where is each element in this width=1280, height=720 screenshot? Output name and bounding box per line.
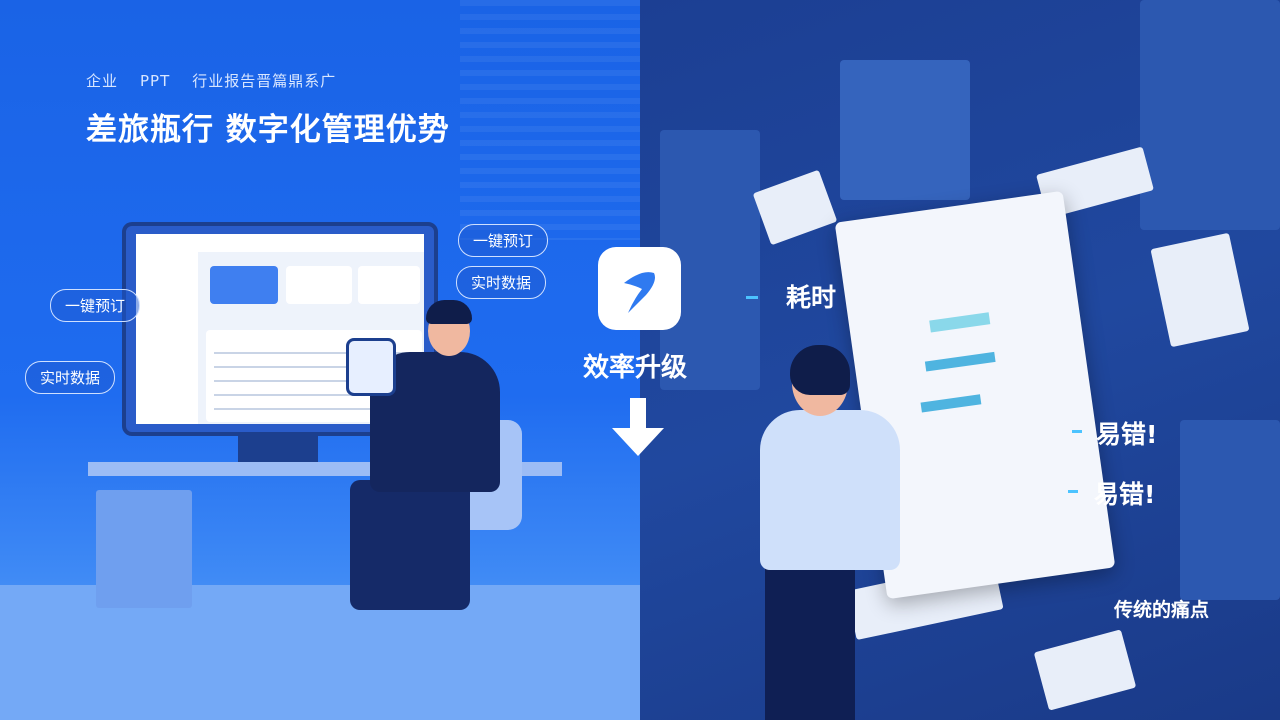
dashboard-sidebar	[136, 252, 198, 424]
paper-plane-icon	[624, 272, 655, 313]
stat-card	[210, 266, 278, 304]
highlight-line	[924, 351, 996, 372]
dash-marker	[1068, 490, 1078, 493]
dashboard-topbar	[136, 234, 424, 252]
app-icon	[598, 247, 681, 330]
highlight-line	[920, 394, 982, 413]
drawer-cabinet	[96, 490, 192, 608]
time-consuming-label: 耗时	[786, 283, 837, 312]
subtitle-company: 企业	[86, 72, 119, 90]
subtitle: 企业 PPT 行业报告晋篇鼎系广	[86, 70, 358, 91]
worker-legs	[765, 545, 855, 720]
subtitle-ppt: PPT	[140, 72, 171, 90]
callout-realtime-data: 实时数据	[456, 266, 547, 299]
dash-marker	[1072, 430, 1082, 433]
decorative-stripes	[460, 0, 640, 240]
subtitle-report: 行业报告晋篇鼎系广	[192, 72, 337, 90]
man-hair	[426, 300, 472, 324]
page-title: 差旅瓶行 数字化管理优势	[86, 112, 450, 148]
tablet	[346, 338, 396, 396]
paper-stack	[840, 60, 970, 200]
efficiency-label: 效率升级	[583, 353, 688, 383]
arrow-down-icon	[612, 398, 664, 456]
error-prone-label: 易错!	[1096, 420, 1158, 449]
man-legs	[350, 480, 470, 610]
pain-points-label: 传统的痛点	[1114, 599, 1210, 621]
office-worker	[760, 410, 900, 570]
callout-one-click-booking: 一键预订	[458, 224, 549, 257]
callout-one-click-booking: 一键预订	[50, 289, 141, 322]
dash-marker	[746, 296, 758, 299]
callout-realtime-data: 实时数据	[25, 361, 116, 394]
cabinet	[1180, 420, 1280, 600]
stat-card	[358, 266, 420, 304]
monitor-stand	[238, 436, 318, 462]
stat-card	[286, 266, 352, 304]
error-prone-label: 易错!	[1094, 480, 1156, 509]
worker-hair	[790, 345, 850, 395]
highlight-line	[929, 312, 991, 333]
cabinet	[1140, 0, 1280, 230]
